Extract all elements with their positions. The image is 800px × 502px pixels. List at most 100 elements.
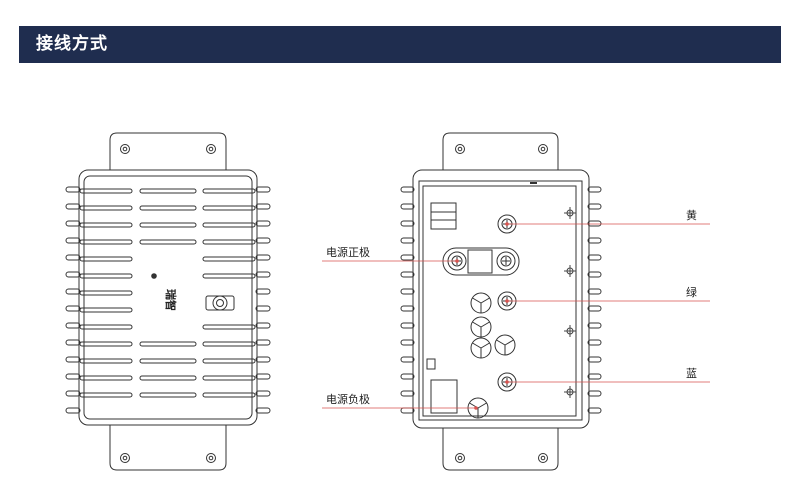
right-fins (255, 186, 271, 414)
label-positive: 电源正极 (326, 245, 370, 259)
section-header: 接线方式 (19, 26, 781, 63)
slot (202, 358, 256, 364)
slot (79, 273, 133, 279)
label-blue: 蓝 (686, 367, 697, 380)
cooling-fin (65, 271, 81, 278)
cooling-fin (65, 220, 81, 227)
cooling-fin (587, 203, 602, 210)
section-title: 接线方式 (36, 34, 108, 54)
label-green: 绿 (686, 285, 697, 299)
cooling-fin (65, 254, 81, 261)
slot (79, 324, 133, 330)
cooling-fin (65, 288, 81, 295)
slot (79, 341, 133, 347)
heatsink-slots (79, 188, 256, 398)
cooling-fin (587, 390, 602, 397)
slot (202, 222, 256, 228)
mount-hole (120, 453, 130, 463)
slot (79, 392, 133, 398)
component-block (430, 202, 457, 230)
cooling-fin (587, 322, 602, 329)
slot (202, 188, 256, 194)
cooling-fin (65, 390, 81, 397)
cooling-fin (400, 373, 415, 380)
cooling-fin (65, 237, 81, 244)
controller-top-view (65, 132, 271, 471)
cooling-fin (65, 203, 81, 210)
cooling-fin (587, 305, 602, 312)
top-mount-tab (109, 132, 227, 170)
slot (202, 375, 256, 381)
slot (79, 256, 133, 262)
indicator-dot (151, 273, 157, 279)
cooling-fin (587, 186, 602, 193)
cooling-fin (65, 407, 81, 414)
slot (139, 375, 197, 381)
cooling-fin (255, 390, 271, 397)
slot (202, 273, 256, 279)
wall-screw (564, 207, 576, 398)
cooling-fin (400, 220, 415, 227)
slot (79, 222, 133, 228)
slot (79, 375, 133, 381)
cooling-fin (400, 288, 415, 295)
cable-port (212, 295, 228, 311)
cooling-fin (400, 305, 415, 312)
cooling-fin (400, 407, 415, 414)
label-negative: 电源负极 (326, 392, 370, 406)
leader-lines (322, 223, 710, 409)
cooling-fin (255, 271, 271, 278)
positive-terminal-2 (496, 251, 516, 271)
cooling-fin (587, 254, 602, 261)
cooling-fin (587, 288, 602, 295)
cooling-fin (255, 220, 271, 227)
cooling-fin (255, 322, 271, 329)
cooling-fin (400, 271, 415, 278)
cooling-fin (587, 220, 602, 227)
mount-hole (120, 144, 130, 154)
label-yellow: 黄 (686, 208, 697, 222)
terminal-screws (447, 214, 517, 392)
slot (79, 205, 133, 211)
slot (139, 392, 197, 398)
cooling-fin (400, 356, 415, 363)
cooling-fin (255, 203, 271, 210)
slot (139, 358, 197, 364)
housing-body (78, 169, 258, 426)
cooling-fin (400, 203, 415, 210)
cooling-fin (255, 254, 271, 261)
slot (139, 341, 197, 347)
cooling-fin (255, 186, 271, 193)
cooling-fin (255, 339, 271, 346)
cooling-fin (65, 339, 81, 346)
left-fins (65, 186, 81, 414)
cooling-fin (400, 339, 415, 346)
cooling-fin (255, 237, 271, 244)
cooling-fin (587, 407, 602, 414)
cooling-fin (255, 373, 271, 380)
cooling-fin (255, 407, 271, 414)
slot (202, 324, 256, 330)
cooling-fin (400, 237, 415, 244)
slot (139, 205, 197, 211)
slot (202, 239, 256, 245)
mount-hole (206, 453, 216, 463)
brand-logo: 瑞智 (164, 289, 178, 311)
left-fins (400, 186, 415, 414)
slot (79, 239, 133, 245)
top-mount-tab (442, 132, 559, 170)
slot (79, 290, 133, 296)
cooling-fin (65, 322, 81, 329)
slot (79, 188, 133, 194)
cooling-fin (65, 356, 81, 363)
cooling-fin (400, 390, 415, 397)
bottom-mount-tab (109, 425, 227, 471)
cooling-fin (400, 186, 415, 193)
slot (79, 307, 133, 313)
cooling-fin (65, 305, 81, 312)
slot (139, 222, 197, 228)
slot (139, 188, 197, 194)
slot (79, 358, 133, 364)
component-block (430, 379, 458, 414)
